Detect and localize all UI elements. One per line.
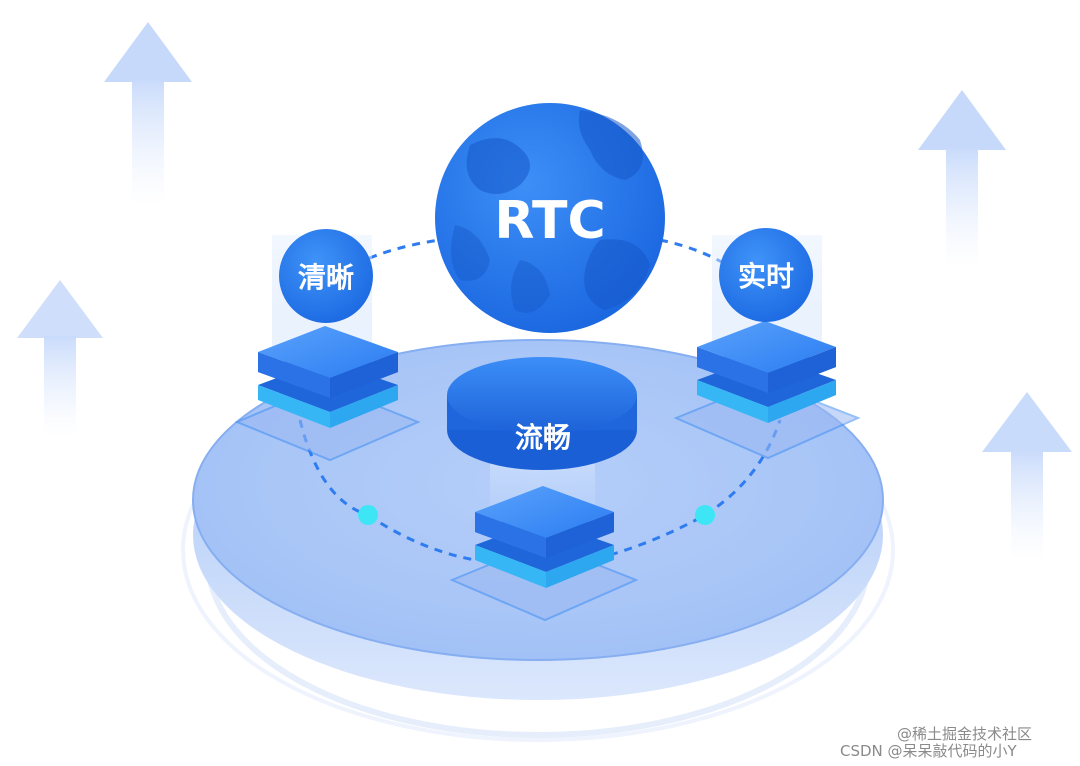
label-rtc: RTC (494, 191, 605, 251)
up-arrow-icon (104, 22, 192, 205)
server-stack-icon (258, 326, 398, 428)
network-node (358, 505, 378, 525)
label-clear: 清晰 (298, 261, 354, 294)
network-node (695, 505, 715, 525)
up-arrow-icon (17, 280, 103, 436)
label-fluent: 流畅 (515, 421, 571, 454)
server-stack-icon (475, 486, 614, 588)
fluent-cap (447, 357, 637, 470)
clear-bubble (279, 229, 373, 323)
realtime-bubble (719, 228, 813, 322)
label-realtime: 实时 (738, 260, 794, 293)
up-arrow-icon (918, 90, 1006, 268)
watermark-line1: @稀土掘金技术社区 (897, 725, 1033, 743)
server-stack-icon (697, 321, 836, 423)
globe-icon (435, 103, 665, 333)
watermark-line2: CSDN @呆呆敲代码的小Y (840, 742, 1017, 760)
up-arrow-icon (982, 392, 1072, 560)
